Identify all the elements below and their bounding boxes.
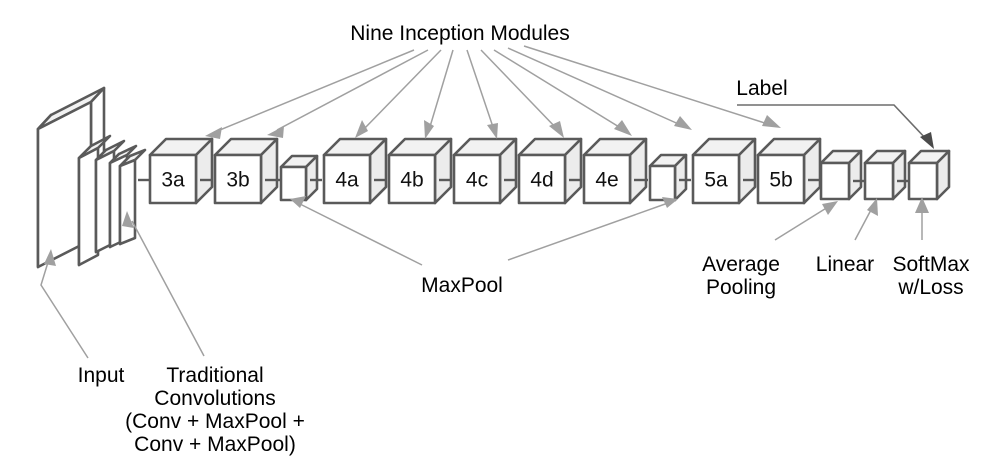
leader-label-polyline	[737, 104, 929, 142]
inception-cube-3b: 3b	[213, 137, 279, 205]
leader-input-polyline	[40, 258, 89, 359]
inception-cube-4c: 4c	[452, 137, 518, 205]
average-pooling-line1: Average	[702, 253, 780, 276]
traditional-conv-line2: Convolutions	[154, 387, 275, 410]
input-annotation: Input	[78, 364, 125, 387]
label-leader	[737, 104, 934, 149]
arrowhead-to-4d	[549, 121, 564, 138]
average-pooling-cube	[819, 149, 863, 201]
cube-4d-label: 4d	[530, 169, 553, 192]
cube-4c-label: 4c	[466, 169, 488, 192]
avgpool-front	[819, 161, 851, 201]
softmax-cube	[907, 149, 951, 201]
maxpool-cube-1	[279, 154, 319, 202]
label-annotation: Label	[736, 77, 787, 100]
leader-to-4a	[362, 49, 442, 131]
softmax-front	[907, 161, 939, 201]
nine-inception-leader-arrows	[205, 45, 781, 139]
inception-cube-5a: 5a	[691, 137, 757, 205]
maxpool-1-front	[279, 165, 308, 202]
cube-4c-front	[452, 153, 502, 205]
leader-linear	[854, 207, 873, 241]
cube-5a-front	[691, 153, 741, 205]
linear-annotation: Linear	[816, 253, 874, 276]
maxpool-cube-2	[648, 153, 688, 202]
cube-4d-front	[517, 153, 567, 205]
cube-3b-front	[213, 153, 263, 205]
traditional-conv-leader	[122, 211, 205, 357]
arrowhead-softmax	[915, 197, 929, 213]
leader-to-4d	[480, 49, 559, 131]
arrowhead-to-3a	[205, 127, 222, 139]
nine-inception-modules-label: Nine Inception Modules	[350, 22, 569, 45]
traditional-convolutions-annotation: Traditional Convolutions (Conv + MaxPool…	[125, 364, 305, 456]
leader-to-5b	[523, 45, 772, 126]
average-pooling-annotation: Average Pooling	[702, 253, 780, 299]
cube-4e-label: 4e	[595, 169, 618, 192]
arrowhead-to-4c	[487, 123, 498, 139]
cube-4a-front	[322, 153, 372, 205]
leader-to-4e	[493, 49, 625, 131]
inception-cube-4d: 4d	[517, 137, 583, 205]
traditional-conv-line1: Traditional	[166, 364, 263, 387]
cube-4a-label: 4a	[335, 169, 359, 192]
inception-cube-4e: 4e	[582, 137, 648, 205]
inception-cube-4a: 4a	[322, 137, 388, 205]
softmax-line1: SoftMax	[892, 253, 970, 276]
inception-cube-3a: 3a	[148, 137, 214, 205]
leader-to-3b	[276, 49, 429, 131]
cube-5b-front	[756, 153, 806, 205]
arrowhead-input	[44, 249, 56, 266]
leader-maxpool-2	[507, 202, 669, 261]
leader-maxpool-1	[299, 203, 423, 266]
cube-4b-front	[387, 153, 437, 205]
conv-plate-4-front	[118, 158, 137, 246]
cube-3a-front	[148, 153, 198, 205]
leader-to-3a	[214, 49, 415, 133]
arrowhead-to-4b	[424, 120, 434, 139]
average-pooling-leader	[774, 201, 838, 241]
leader-average-pooling	[774, 206, 829, 241]
arrowhead-linear	[867, 198, 878, 216]
leader-traditional-conv	[131, 220, 205, 357]
arrowhead-traditional-conv	[122, 211, 134, 228]
traditional-conv-line4: Conv + MaxPool)	[134, 433, 296, 456]
inception-cube-4b: 4b	[387, 137, 453, 205]
arrowhead-label	[920, 132, 934, 149]
maxpool-2-front	[648, 164, 677, 202]
inception-cube-5b: 5b	[756, 137, 822, 205]
cube-5a-label: 5a	[704, 169, 728, 192]
cube-3b-label: 3b	[226, 169, 249, 192]
softmax-leader	[915, 197, 929, 240]
cube-3a-label: 3a	[161, 169, 185, 192]
linear-front	[863, 161, 895, 201]
cube-4e-front	[582, 153, 632, 205]
arrowhead-to-4a	[355, 120, 368, 138]
cube-5b-label: 5b	[769, 169, 792, 192]
linear-leader	[854, 198, 878, 241]
arrowhead-maxpool-1	[290, 196, 306, 208]
conv-plate-1-front	[77, 146, 100, 267]
arrowhead-to-4e	[614, 120, 632, 136]
arrowhead-to-5a	[674, 116, 692, 130]
softmax-annotation: SoftMax w/Loss	[892, 253, 970, 299]
input-leader	[40, 249, 89, 359]
leader-to-5a	[507, 47, 684, 127]
softmax-line2: w/Loss	[897, 276, 963, 299]
arrowhead-to-5b	[762, 115, 781, 128]
maxpool-leaders	[290, 196, 678, 266]
arrowhead-maxpool-2	[662, 197, 678, 208]
leader-to-4c	[466, 49, 495, 131]
arrowhead-to-3b	[267, 126, 284, 138]
average-pooling-line2: Pooling	[706, 276, 776, 299]
arrowhead-average-pooling	[822, 201, 838, 215]
traditional-conv-line3: (Conv + MaxPool +	[125, 410, 305, 433]
cube-4b-label: 4b	[400, 169, 423, 192]
maxpool-annotation: MaxPool	[421, 274, 503, 297]
leader-to-4b	[428, 49, 454, 131]
linear-cube	[863, 149, 907, 201]
traditional-conv-plates	[77, 134, 147, 267]
